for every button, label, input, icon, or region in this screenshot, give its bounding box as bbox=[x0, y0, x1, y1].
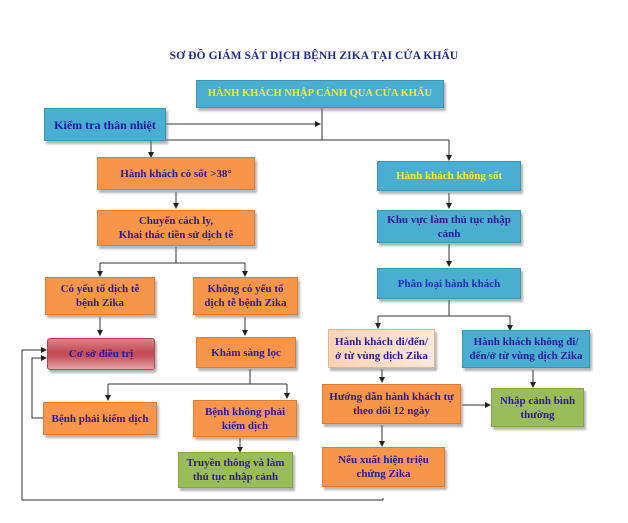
node-normal-entry: Nhập cảnh bình thường bbox=[491, 388, 584, 427]
node-isolation: Chuyển cách ly, Khai thác tiền sử dịch t… bbox=[97, 210, 255, 246]
node-self-monitoring: Hướng dẫn hành khách tự theo dõi 12 ngày bbox=[322, 384, 461, 424]
node-has-epidemiological-factor: Có yếu tố dịch tễ bệnh Zika bbox=[45, 277, 155, 315]
node-no-epidemiological-factor: Không có yếu tố dịch tễ bệnh Zika bbox=[193, 277, 298, 315]
node-quarantine-disease: Bệnh phải kiểm dịch bbox=[43, 402, 157, 435]
node-temperature-check: Kiểm tra thân nhiệt bbox=[44, 108, 166, 141]
node-communication: Truyền thông và làm thủ tục nhập cảnh bbox=[178, 452, 293, 488]
diagram-title: SƠ ĐỒ GIÁM SÁT DỊCH BỆNH ZIKA TẠI CỬA KH… bbox=[169, 50, 459, 62]
node-non-quarantine-disease: Bệnh không phải kiểm dịch bbox=[193, 400, 297, 437]
node-from-zika-area: Hành khách đi/đến/ở từ vùng dịch Zika bbox=[328, 329, 435, 368]
node-if-symptoms: Nếu xuất hiện triệu chứng Zika bbox=[322, 447, 445, 487]
node-classify-passengers: Phân loại hành khách bbox=[377, 268, 521, 299]
node-fever: Hành khách có sốt >38° bbox=[97, 157, 255, 190]
node-treatment-facility: Cơ sở điều trị bbox=[47, 338, 155, 370]
node-not-from-zika-area: Hành khách không đi/đến/ở từ vùng dịch Z… bbox=[462, 330, 590, 368]
node-immigration-area: Khu vực làm thủ tục nhập cảnh bbox=[377, 210, 521, 243]
node-no-fever: Hành khách không sốt bbox=[377, 161, 521, 191]
node-screening: Khám sàng lọc bbox=[196, 337, 296, 368]
node-entry: HÀNH KHÁCH NHẬP CẢNH QUA CỬA KHẨU bbox=[196, 80, 444, 108]
